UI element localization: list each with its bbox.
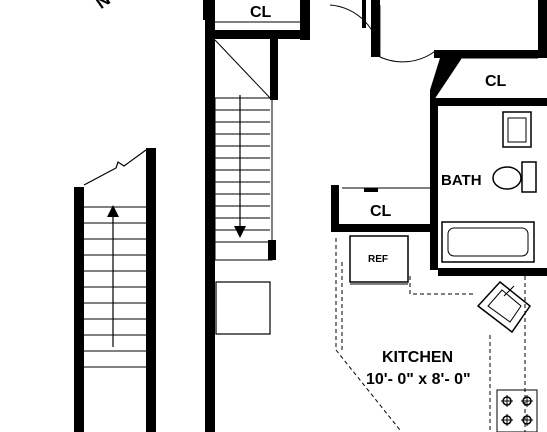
ref-label: REF [368, 254, 388, 265]
closet-right-label: CL [485, 73, 507, 90]
left-stair [74, 148, 156, 432]
center-stair [214, 39, 273, 335]
arrow-down-icon [234, 95, 246, 238]
arrow-up-icon [107, 205, 119, 347]
stove-burner-icon [496, 389, 538, 432]
walls [203, 0, 547, 432]
sink-icon [476, 280, 532, 334]
kitchen-name-label: KITCHEN [382, 349, 453, 366]
north-compass-letter: N [92, 0, 114, 13]
bath-label: BATH [441, 172, 482, 189]
bathtub-icon [441, 221, 535, 263]
kitchen-size-label: 10'- 0" x 8'- 0" [366, 371, 471, 388]
closet-top-label: CL [250, 4, 272, 21]
closet-mid-label: CL [370, 203, 392, 220]
sink-icon [502, 111, 532, 148]
kitchen-counter [335, 238, 526, 432]
refrigerator [349, 235, 409, 285]
toilet-icon [492, 161, 537, 193]
door-swing [329, 4, 381, 58]
